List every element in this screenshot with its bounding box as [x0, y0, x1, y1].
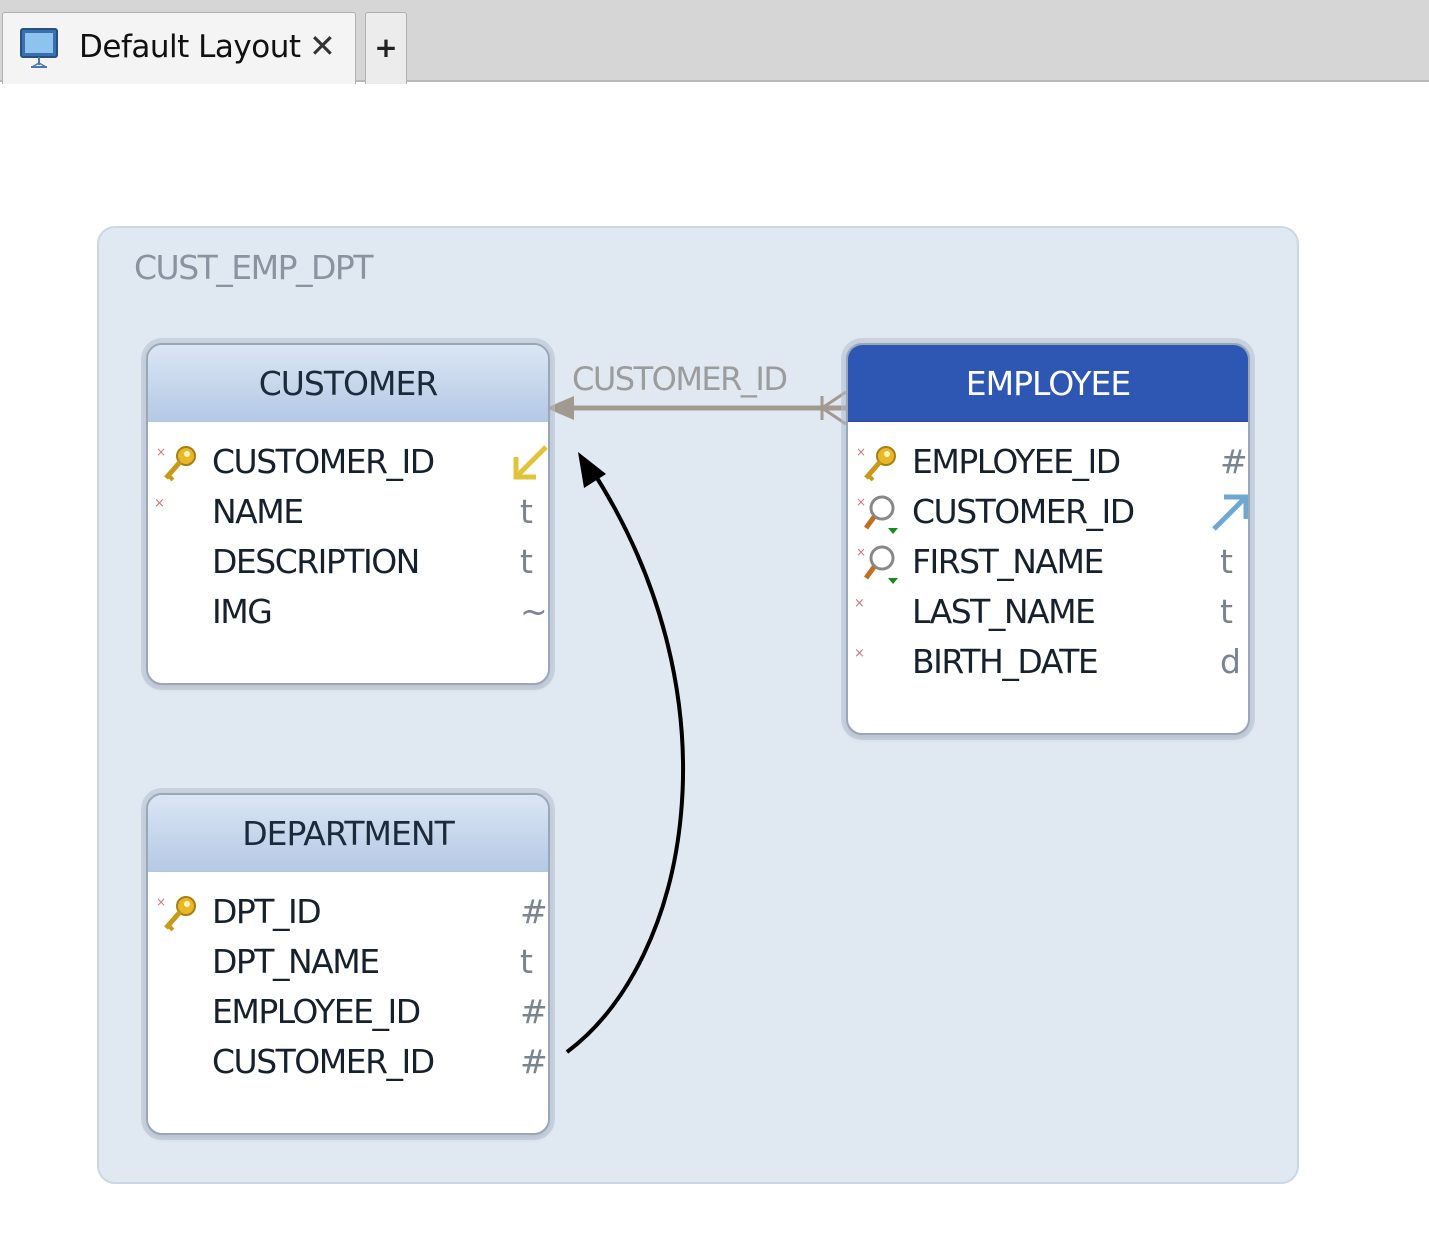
attribute-row[interactable]: IMG ~ [212, 592, 548, 631]
foreign-key-target-arrow-icon [508, 441, 548, 485]
index-search-icon: × [856, 542, 900, 586]
attribute-row[interactable]: × LAST_NAME t [854, 592, 1233, 631]
tab-default-layout[interactable]: Default Layout ✕ [2, 12, 356, 84]
svg-text:×: × [856, 495, 866, 509]
index-search-icon: × [856, 492, 900, 536]
svg-text:×: × [856, 545, 866, 559]
attribute-row[interactable]: × CUSTOMER_ID [148, 437, 548, 487]
primary-key-icon: × [856, 442, 900, 486]
attribute-row[interactable]: × DPT_ID # [148, 887, 548, 937]
tab-label: Default Layout [79, 29, 301, 65]
primary-key-icon: × [156, 442, 200, 486]
primary-key-icon: × [156, 892, 200, 936]
svg-text:×: × [156, 445, 166, 459]
close-icon[interactable]: ✕ [309, 27, 336, 65]
schema-name: CUST_EMP_DPT [134, 248, 374, 287]
foreign-key-arrow-icon [1208, 491, 1248, 535]
entity-customer[interactable]: CUSTOMER × CUSTOMER_ID × [146, 343, 550, 685]
attribute-row[interactable]: DPT_NAME t [212, 942, 533, 981]
svg-text:×: × [856, 445, 866, 459]
entity-title: EMPLOYEE [848, 345, 1248, 422]
monitor-icon [19, 27, 59, 69]
attribute-row[interactable]: × FIRST_NAME t [848, 537, 1248, 587]
attribute-row[interactable]: DESCRIPTION t [212, 542, 533, 581]
nullable-mark-icon: × [854, 596, 865, 611]
relationship-line-customer-employee[interactable] [546, 390, 847, 426]
attribute-row[interactable]: × NAME t [154, 492, 533, 531]
entity-department[interactable]: DEPARTMENT × DPT_ID # DPT_NAME t EMPLOYE… [146, 793, 550, 1135]
attribute-row[interactable]: × EMPLOYEE_ID # [848, 437, 1248, 487]
attribute-row[interactable]: × CUSTOMER_ID [848, 487, 1248, 537]
entity-employee[interactable]: EMPLOYEE × EMPLOYEE_ID # × [846, 343, 1250, 735]
add-tab-button[interactable]: + [365, 12, 407, 84]
attribute-row[interactable]: × BIRTH_DATE d [854, 642, 1241, 681]
nullable-mark-icon: × [854, 646, 865, 661]
entity-title: DEPARTMENT [148, 795, 548, 872]
relationship-label: CUSTOMER_ID [572, 360, 788, 398]
attribute-row[interactable]: CUSTOMER_ID # [212, 1042, 548, 1081]
svg-text:×: × [156, 895, 166, 909]
attribute-row[interactable]: EMPLOYEE_ID # [212, 992, 548, 1031]
annotation-arrow [565, 452, 685, 1054]
editor-tab-bar: Default Layout ✕ + [0, 0, 1429, 84]
nullable-mark-icon: × [154, 496, 165, 511]
entity-title: CUSTOMER [148, 345, 548, 422]
